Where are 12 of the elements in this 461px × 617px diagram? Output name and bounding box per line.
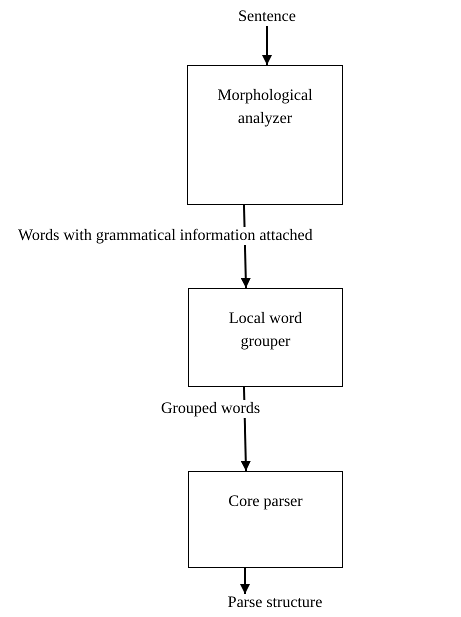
process-box (187, 65, 343, 205)
edge-label: Words with grammatical information attached (17, 227, 314, 245)
edge-label: Grouped words (160, 400, 262, 418)
process-box (188, 471, 343, 568)
box-label: Core parser (227, 492, 304, 512)
process-box (188, 288, 343, 387)
box-label: Local word grouper (228, 309, 304, 352)
box-label: Morphological analyzer (216, 86, 314, 130)
flow-label: Sentence (238, 8, 296, 26)
arrow (262, 26, 272, 65)
arrow (240, 568, 250, 594)
flow-label: Parse structure (228, 594, 322, 612)
